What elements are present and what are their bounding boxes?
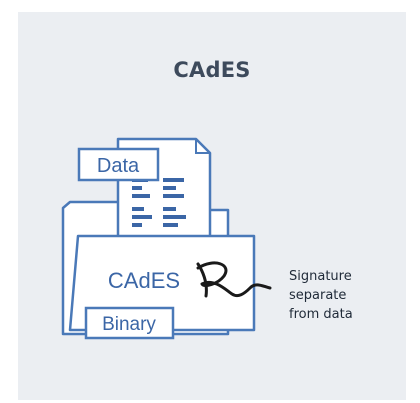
signature-note: Signature separate from data bbox=[289, 267, 353, 324]
signature-note-line-3: from data bbox=[289, 307, 353, 322]
binary-tag-label: Binary bbox=[102, 314, 156, 335]
folder-label: CAdES bbox=[108, 268, 180, 293]
data-tag: Data bbox=[77, 147, 160, 182]
binary-tag: Binary bbox=[84, 306, 175, 340]
diagram-title: CAdES bbox=[173, 58, 251, 82]
folder-icon: CAdES bbox=[68, 234, 256, 332]
cades-diagram: Data CAdES Binary bbox=[61, 137, 272, 340]
data-tag-label: Data bbox=[97, 155, 140, 177]
signature-note-line-1: Signature bbox=[289, 269, 352, 284]
signature-note-line-2: separate bbox=[289, 288, 347, 303]
signature-icon bbox=[196, 261, 272, 298]
cades-panel: CAdES bbox=[18, 12, 406, 400]
